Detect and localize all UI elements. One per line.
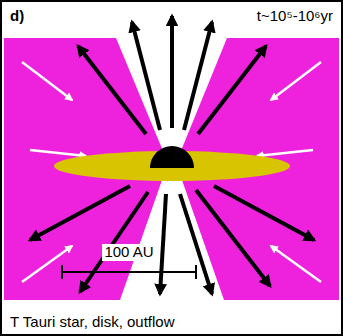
scale-label: 100 AU (102, 244, 155, 261)
outflow-arrows (30, 16, 314, 294)
panel-letter: d) (10, 8, 24, 25)
star (150, 146, 194, 168)
time-label: t~10⁵-10⁶yr (257, 8, 333, 25)
caption: T Tauri star, disk, outflow (10, 314, 175, 331)
scale-bar (62, 265, 196, 279)
